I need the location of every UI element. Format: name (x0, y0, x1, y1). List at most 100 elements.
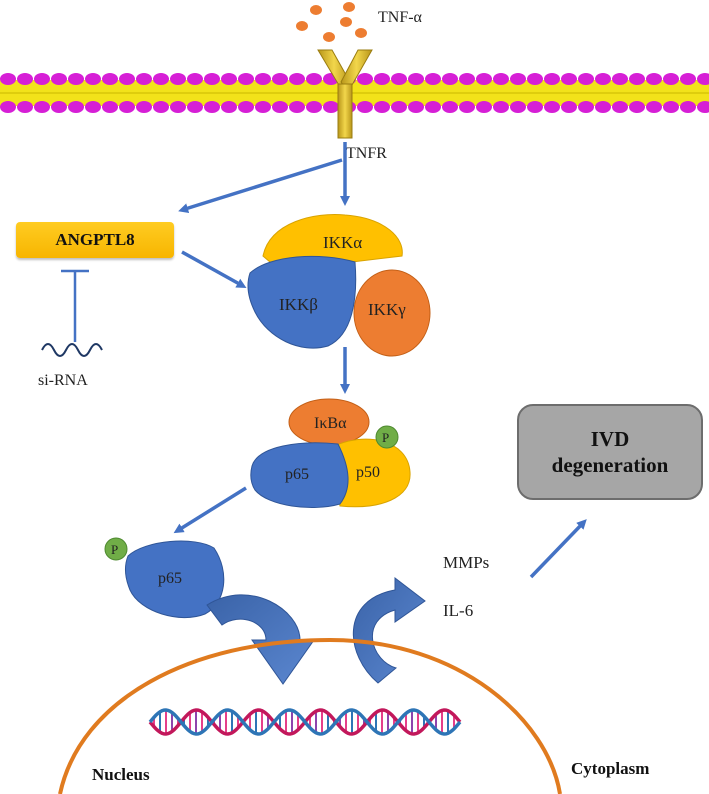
ivd-label-line1: IVD (590, 427, 630, 451)
angptl8-box: ANGPTL8 (16, 222, 174, 258)
phospholipid-head (391, 101, 407, 113)
phospholipid-head (374, 101, 390, 113)
phospholipid-head (680, 73, 696, 85)
phospholipid-head (51, 101, 67, 113)
phospholipid-head (442, 101, 458, 113)
p65-label: p65 (285, 466, 309, 483)
phospholipid-head (561, 101, 577, 113)
phospholipid-head (0, 101, 16, 113)
phospholipid-head (153, 73, 169, 85)
tnfr-receptor (317, 49, 373, 139)
phospholipid-head (629, 73, 645, 85)
angptl8-label: ANGPTL8 (55, 230, 135, 249)
phospholipid-head (0, 73, 16, 85)
phospholipid-head (17, 101, 33, 113)
ikk-alpha-label: IKKα (323, 233, 362, 252)
tnfr-label: TNFR (346, 145, 387, 162)
nfkb-complex (250, 398, 411, 509)
ikk-alpha-subunit (262, 214, 403, 263)
cytoplasm-label: Cytoplasm (571, 759, 649, 778)
phospholipid-head (85, 73, 101, 85)
phospholipid-head (544, 101, 560, 113)
phospholipid-head (221, 73, 237, 85)
phospholipid-head (459, 73, 475, 85)
phospholipid-head (663, 101, 679, 113)
phospholipid-head (476, 73, 492, 85)
nucleus-label: Nucleus (92, 765, 150, 784)
phospholipid-head (612, 101, 628, 113)
phospholipid-head (697, 73, 709, 85)
phospholipid-head (34, 73, 50, 85)
phospholipid-head (136, 101, 152, 113)
dna-helix-icon (148, 708, 462, 736)
phospholipid-head (527, 101, 543, 113)
gene-expression-arrow (352, 576, 426, 684)
phospholipid-head (187, 101, 203, 113)
phospholipid-head (170, 101, 186, 113)
phospholipid-head (476, 101, 492, 113)
phospholipid-head (527, 73, 543, 85)
ikba-phospho-label: P (382, 430, 389, 445)
phospholipid-head (459, 101, 475, 113)
phospholipid-head (578, 101, 594, 113)
phospholipid-head (357, 101, 373, 113)
tnf-alpha-ligands (296, 2, 367, 42)
phospholipid-head (102, 101, 118, 113)
phospholipid-head (289, 101, 305, 113)
phospholipid-head (68, 73, 84, 85)
phospholipid-head (255, 73, 271, 85)
phospholipid-head (204, 73, 220, 85)
phospholipid-head (221, 101, 237, 113)
phospholipid-head (646, 73, 662, 85)
phospholipid-head (697, 101, 709, 113)
phospholipid-head (612, 73, 628, 85)
phospholipid-head (425, 73, 441, 85)
ikba-phospho-badge (375, 425, 399, 449)
phospholipid-head (493, 101, 509, 113)
arrow-receptor-to-angptl8 (178, 158, 343, 213)
phospholipid-head (578, 73, 594, 85)
phospholipid-head (34, 101, 50, 113)
arrow-targets-to-ivd (529, 519, 587, 579)
ikk-gamma-label: IKKγ (368, 300, 406, 319)
p65-subunit (250, 442, 349, 509)
ikk-complex (247, 214, 431, 357)
phospholipid-head (204, 101, 220, 113)
phospholipid-head (119, 101, 135, 113)
p50-label: p50 (356, 464, 380, 481)
phospholipid-head (68, 101, 84, 113)
p65-phospho-badge (104, 537, 128, 561)
phospholipid-head (510, 101, 526, 113)
phospholipid-head (170, 73, 186, 85)
phospholipid-head (680, 101, 696, 113)
phospholipid-head (510, 73, 526, 85)
arrow-angptl8-to-ikk (181, 250, 247, 288)
phospholipid-head (238, 101, 254, 113)
il6-label: IL-6 (443, 601, 473, 620)
phospholipid-head (544, 73, 560, 85)
phospholipid-head (493, 73, 509, 85)
phospholipid-head (425, 101, 441, 113)
phospholipid-head (136, 73, 152, 85)
phospholipid-head (646, 101, 662, 113)
phospholipid-head (408, 101, 424, 113)
dna-strand (148, 708, 462, 736)
phospholipid-head (663, 73, 679, 85)
mmps-label: MMPs (443, 553, 489, 572)
phospholipid-head (289, 73, 305, 85)
phospholipid-head (272, 73, 288, 85)
nuclear-p65-phospho-label: P (111, 542, 118, 557)
tnf-alpha-label: TNF-α (378, 9, 423, 26)
phospholipid-head (306, 101, 322, 113)
phospholipid-head (119, 73, 135, 85)
ivd-degeneration-box: IVD degeneration (517, 404, 703, 500)
phospholipid-head (595, 101, 611, 113)
cell-membrane (0, 73, 709, 113)
phospholipid-head (153, 101, 169, 113)
phospholipid-head (408, 73, 424, 85)
phospholipid-head (17, 73, 33, 85)
ikk-gamma-subunit (353, 269, 431, 357)
phospholipid-head (595, 73, 611, 85)
sirna-label: si-RNA (38, 372, 88, 389)
